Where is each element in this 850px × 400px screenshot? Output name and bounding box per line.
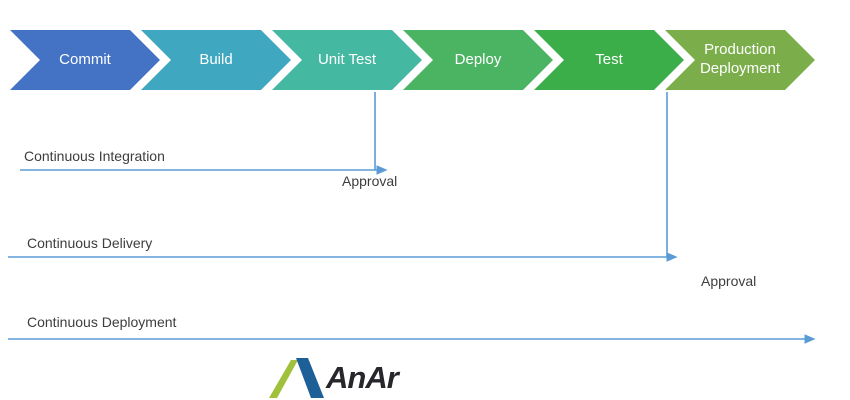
stage-label: Deploy: [454, 50, 502, 68]
continuous-integration-label: Continuous Integration: [24, 148, 165, 164]
approval-label-production: Approval: [701, 273, 757, 289]
stage-chevron-unit-test: Unit Test: [272, 30, 422, 90]
stage-chevron-commit: Commit: [10, 30, 160, 90]
stage-label: Production Deployment: [699, 41, 781, 77]
approval-label-unit-test: Approval: [342, 173, 398, 189]
continuous-deployment-label: Continuous Deployment: [27, 314, 177, 330]
stage-chevron-build: Build: [141, 30, 291, 90]
logo-blue-stroke-icon: [296, 358, 324, 398]
logo-green-stroke-icon: [269, 360, 298, 398]
stage-label: Unit Test: [317, 50, 377, 68]
stage-label: Build: [199, 50, 233, 68]
stage-chevron-test: Test: [534, 30, 684, 90]
anar-logo-text: AnAr: [326, 360, 399, 395]
stage-label: Test: [595, 50, 623, 68]
stage-chevron-production-deployment: Production Deployment: [665, 30, 815, 90]
stage-label: Commit: [59, 50, 111, 68]
continuous-delivery-label: Continuous Delivery: [27, 235, 153, 251]
stage-chevron-deploy: Deploy: [403, 30, 553, 90]
anar-logo-mark: [269, 358, 324, 398]
